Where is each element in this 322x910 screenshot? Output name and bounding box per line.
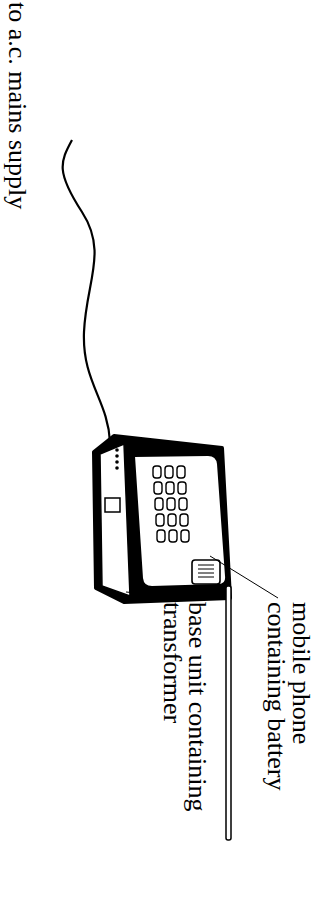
indicator-dot [115,454,119,458]
base-unit [94,436,230,602]
keypad [153,466,189,542]
callout-label: mobile phone containing battery [264,602,314,824]
base-front-panel [100,444,130,596]
mains-lead [63,140,110,442]
antenna [226,586,231,840]
earpiece-grille [198,565,214,577]
callout-label: to a.c. mains supply [5,2,30,209]
indicator-dot [115,460,119,464]
charge-slot [105,498,120,512]
phone-body [134,455,226,587]
indicator-dot [115,466,119,470]
leader-line [126,592,192,598]
earpiece [192,560,220,584]
indicator-dot [115,448,119,452]
callout-label: base unit containing transformer [160,602,210,860]
leader-line [210,556,278,598]
